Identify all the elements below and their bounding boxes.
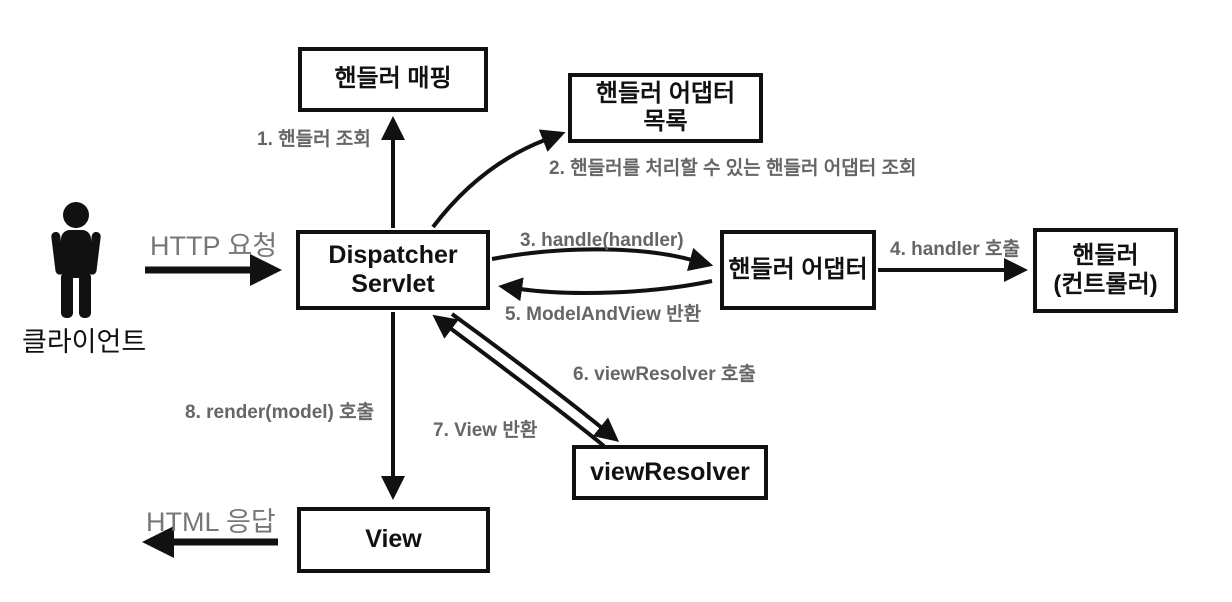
http-request-label: HTTP 요청	[150, 231, 278, 261]
handler-adapter-list-label-line2: 목록	[643, 108, 688, 135]
step5-label: 5. ModelAndView 반환	[505, 304, 702, 325]
dispatcher-servlet-label-line1: Dispatcher	[328, 240, 458, 269]
handler-mapping-label: 핸들러 매핑	[334, 65, 452, 93]
handler-label-line2: (컨트롤러)	[1053, 270, 1158, 298]
arrow-step7-view-return	[432, 314, 606, 448]
handler-mapping-box: 핸들러 매핑	[298, 47, 488, 112]
arrow-step3-handle	[491, 247, 714, 272]
dispatcher-servlet-label-line2: Servlet	[351, 270, 435, 298]
view-resolver-label: viewResolver	[590, 457, 750, 486]
view-label: View	[365, 525, 422, 554]
arrow-step6-viewresolver-call	[450, 312, 620, 442]
handler-adapter-box: 핸들러 어댑터	[720, 230, 876, 310]
view-box: View	[297, 507, 490, 573]
step2-label: 2. 핸들러를 처리할 수 있는 핸들러 어댑터 조회	[549, 158, 917, 179]
arrow-step2-adapter-lookup	[431, 129, 566, 229]
handler-adapter-list-label-line1: 핸들러 어댑터	[595, 79, 736, 107]
step3-label: 3. handle(handler)	[520, 230, 684, 251]
step1-label: 1. 핸들러 조회	[257, 129, 371, 150]
dispatcher-servlet-box: Dispatcher Servlet	[296, 230, 490, 310]
step6-label: 6. viewResolver 호출	[573, 364, 756, 385]
step8-label: 8. render(model) 호출	[185, 402, 375, 423]
arrow-step5-modelandview-return	[498, 277, 713, 302]
step4-label: 4. handler 호출	[890, 239, 1020, 260]
client-person-icon	[51, 202, 101, 318]
handler-label-line1: 핸들러	[1072, 242, 1139, 270]
view-resolver-box: viewResolver	[572, 445, 768, 500]
handler-controller-box: 핸들러 (컨트롤러)	[1033, 228, 1178, 313]
handler-adapter-label: 핸들러 어댑터	[728, 255, 868, 283]
client-label: 클라이언트	[22, 327, 147, 357]
html-response-label: HTML 응답	[146, 507, 276, 537]
step7-label: 7. View 반환	[433, 420, 538, 441]
handler-adapter-list-box: 핸들러 어댑터 목록	[568, 73, 763, 143]
